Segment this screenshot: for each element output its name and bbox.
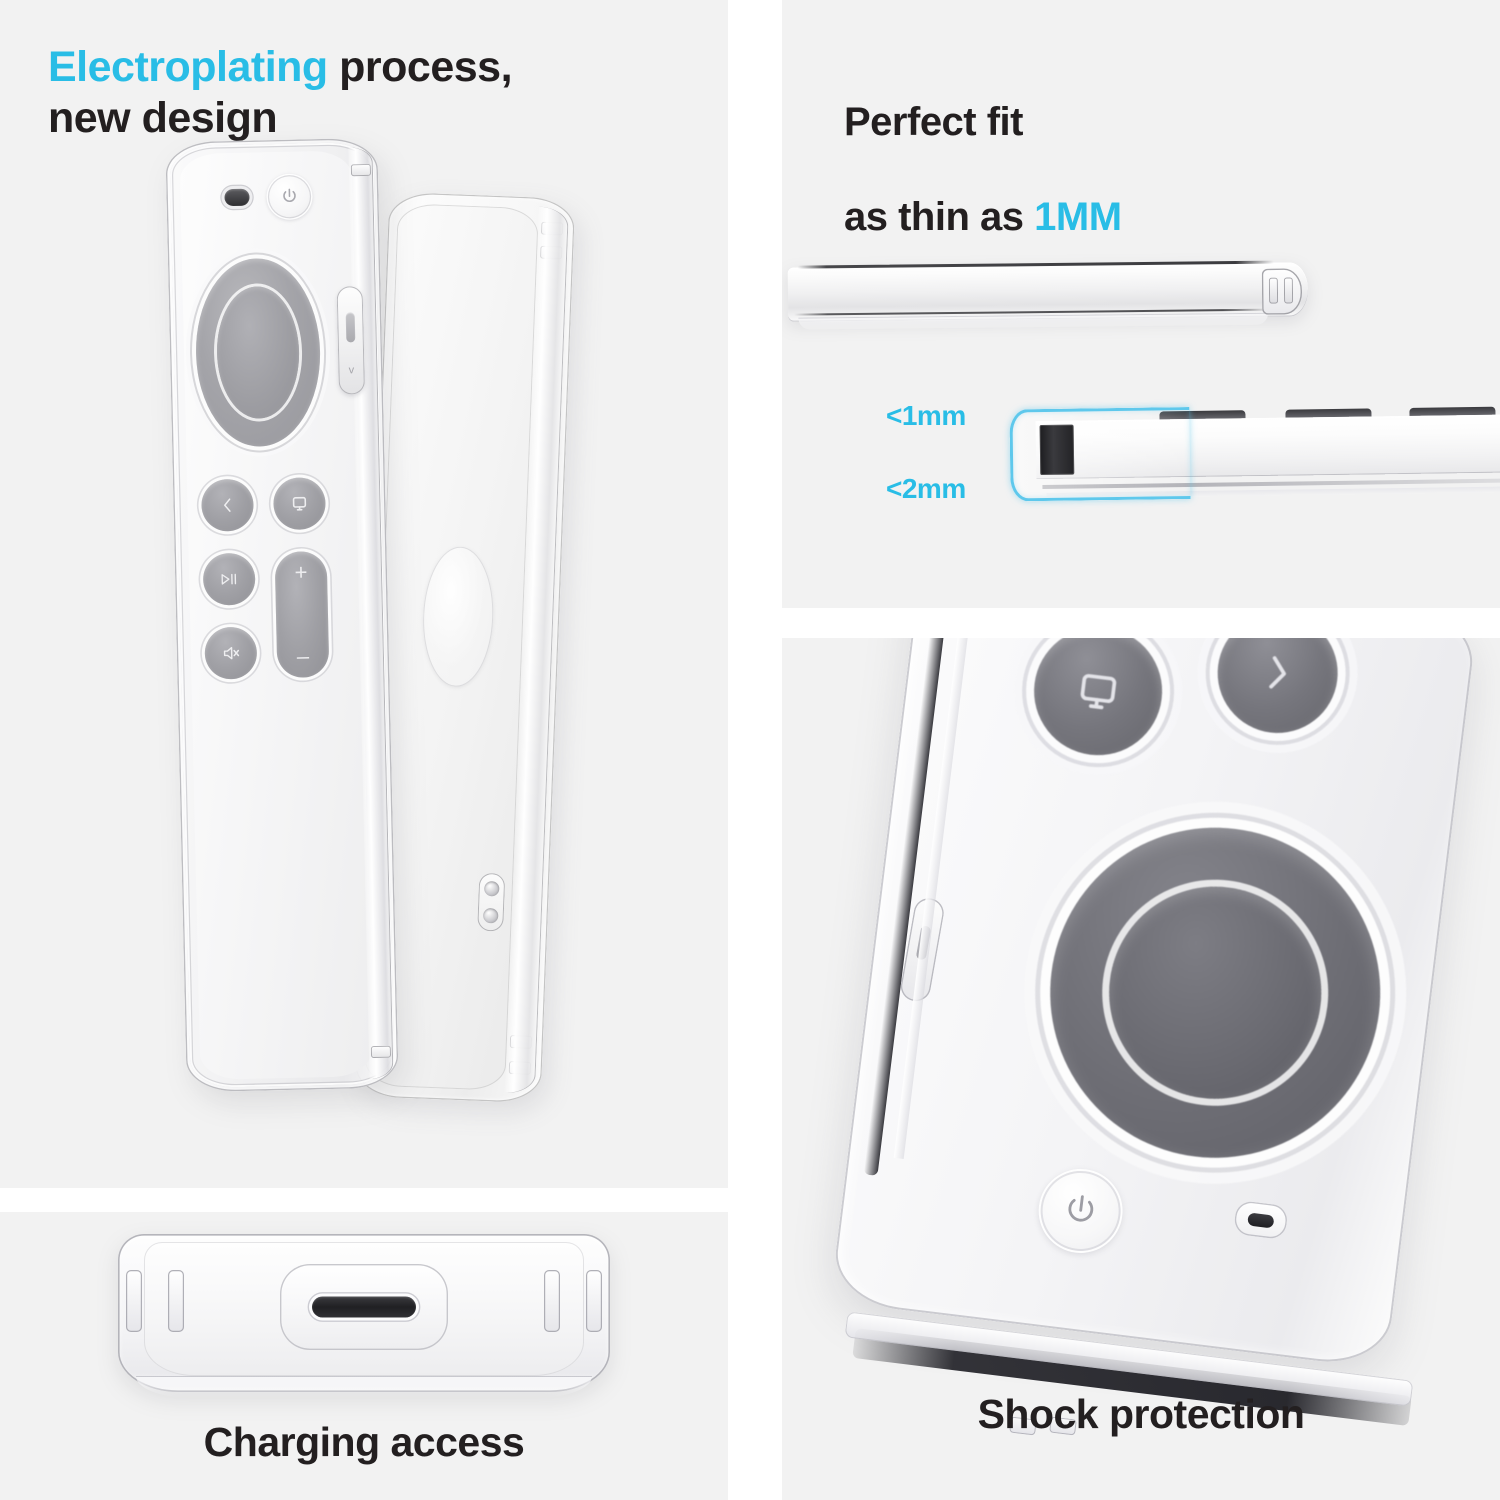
case-cutout-slot (1283, 277, 1294, 304)
panel-shock-protection: Shock protection (782, 638, 1500, 1500)
case-thickness-highlight (1009, 406, 1191, 502)
speaker-cutout-icon (477, 872, 506, 932)
heading-perfect-fit-line1: Perfect fit (844, 100, 1023, 145)
case-notch (350, 163, 372, 177)
grip-ridge (168, 1270, 184, 1332)
tv-icon (1026, 638, 1170, 763)
play-pause-icon (202, 552, 256, 606)
volume-rocker: + – (274, 550, 330, 679)
power-icon (265, 173, 314, 221)
usb-c-port-icon (312, 1296, 416, 1318)
grip-ridge (126, 1270, 142, 1332)
siri-side-button-icon (898, 895, 947, 1004)
grip-ridge (544, 1270, 560, 1332)
charging-access-product-stage (0, 1212, 728, 1500)
case-edge-profile-top (787, 252, 1309, 335)
microphone-icon: ᴠ (348, 364, 355, 377)
heading-electroplating-rest: process, new design (48, 43, 513, 142)
case-back-notch (539, 245, 563, 260)
microphone-icon (1232, 1199, 1289, 1241)
shock-protection-product-stage (782, 638, 1500, 1500)
heading-electroplating-accent: Electroplating (48, 43, 328, 91)
heading-perfect-fit-accent: 1MM (1034, 194, 1122, 239)
perfect-fit-product-stage (782, 0, 1500, 608)
heading-charging-access: Charging access (203, 1418, 525, 1465)
heading-perfect-fit-line2: as thin as 1MM (844, 194, 1122, 241)
volume-down-icon: – (296, 643, 310, 669)
case-back-notch (508, 1061, 532, 1075)
case-cutout-slot (1268, 277, 1279, 304)
case-profile-end-cap (1261, 268, 1303, 315)
back-arrow-icon (1210, 638, 1345, 740)
cross-section-core (1039, 424, 1075, 476)
clickpad-icon (1031, 808, 1400, 1177)
volume-up-icon: + (294, 559, 308, 585)
case-back-notch (509, 1035, 533, 1049)
heading-perfect-fit-line2-prefix: as thin as (844, 194, 1035, 239)
remote-in-case: ᴠ (165, 137, 399, 1093)
heading-perfect-fit: Perfect fit as thin as 1MM (844, 52, 1122, 288)
speaker-hole-icon (483, 880, 500, 897)
callout-thickness-bottom: <2mm (886, 473, 966, 504)
callout-thickness-top: <1mm (886, 400, 966, 431)
tv-icon (272, 476, 327, 531)
grip-ridge (586, 1270, 602, 1332)
siri-side-button-icon: ᴠ (336, 286, 366, 395)
remote-closeup (829, 638, 1479, 1370)
heading-shock-protection: Shock protection (977, 1390, 1305, 1437)
speaker-hole-icon (482, 907, 499, 924)
panel-perfect-fit: Perfect fit as thin as 1MM <1mm <2mm (782, 0, 1500, 608)
microphone-icon (224, 188, 250, 207)
panel-electroplating: Electroplating process, new design (0, 0, 728, 1188)
case-cross-section (1009, 397, 1500, 510)
touchpad-bulge-icon (420, 545, 496, 689)
back-arrow-icon (200, 478, 255, 532)
charging-port-housing (280, 1264, 448, 1350)
panel-charging-access: Charging access (0, 1212, 728, 1500)
case-notch (370, 1045, 392, 1059)
heading-electroplating: Electroplating process, new design (48, 42, 513, 143)
power-icon (1033, 1164, 1128, 1258)
electroplating-product-stage: ᴠ (0, 120, 728, 1180)
case-bottom-edge (118, 1234, 610, 1398)
mute-icon (204, 626, 258, 680)
case-back-notch (540, 221, 564, 236)
